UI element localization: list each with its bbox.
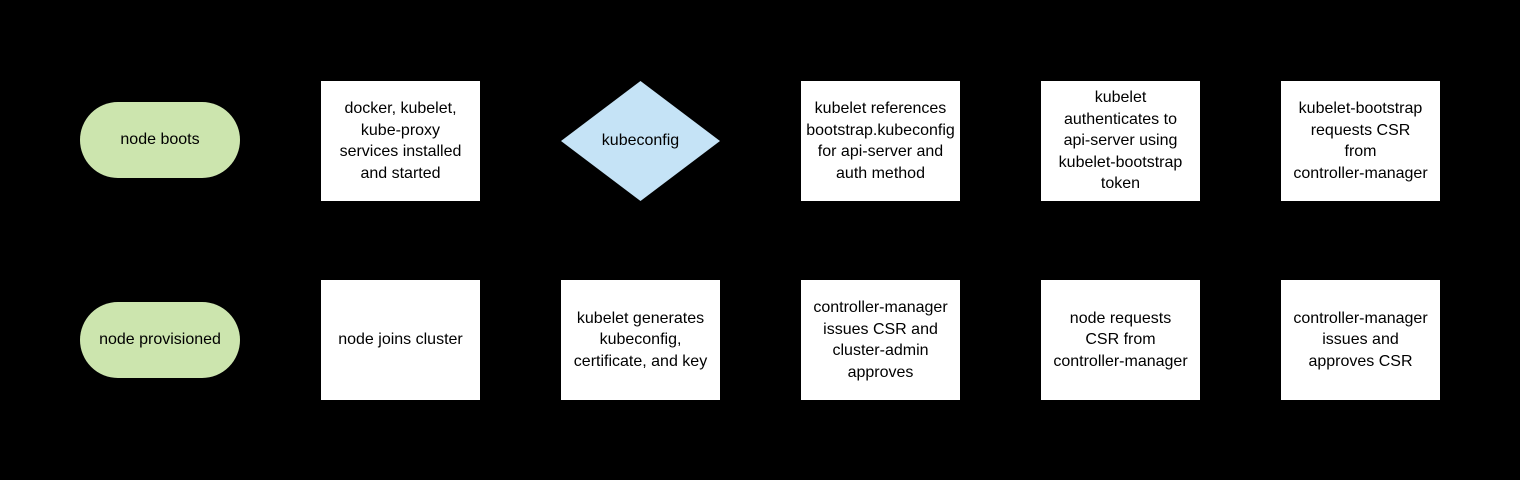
flow-node-node-provisioned[interactable]: node provisioned xyxy=(80,302,240,378)
flow-node-label-services-installed: docker, kubelet, kube-proxy services ins… xyxy=(339,100,462,182)
flow-node-label-controller-manager-issues-approves: controller-manager issues and approves C… xyxy=(1293,309,1428,370)
flow-node-kubelet-references-bootstrap[interactable]: kubelet references bootstrap.kubeconfig … xyxy=(801,81,960,201)
flow-node-label-node-requests-csr: node requests CSR from controller-manage… xyxy=(1053,309,1188,370)
flow-node-services-installed[interactable]: docker, kubelet, kube-proxy services ins… xyxy=(321,81,480,201)
flow-node-kubelet-authenticates[interactable]: kubelet authenticates to api-server usin… xyxy=(1041,81,1200,201)
flow-node-kubelet-bootstrap-requests-csr[interactable]: kubelet-bootstrap requests CSR from cont… xyxy=(1281,81,1440,201)
flow-node-label-kubelet-bootstrap-requests-csr: kubelet-bootstrap requests CSR from cont… xyxy=(1293,100,1428,182)
flow-node-label-kubelet-references-bootstrap: kubelet references bootstrap.kubeconfig … xyxy=(806,100,955,182)
flow-node-label-controller-manager-issues-csr: controller-manager issues CSR and cluste… xyxy=(813,299,948,381)
flow-node-label-kubelet-authenticates: kubelet authenticates to api-server usin… xyxy=(1058,89,1183,193)
flow-node-kubeconfig-decision[interactable]: kubeconfig xyxy=(561,81,720,201)
flow-node-node-requests-csr[interactable]: node requests CSR from controller-manage… xyxy=(1041,280,1200,400)
flow-node-label-node-joins-cluster: node joins cluster xyxy=(338,331,463,349)
flow-node-label-node-provisioned: node provisioned xyxy=(99,331,221,349)
flow-node-node-joins-cluster[interactable]: node joins cluster xyxy=(321,280,480,400)
flow-node-label-kubelet-generates: kubelet generates kubeconfig, certificat… xyxy=(573,309,708,370)
flow-node-label-node-boots: node boots xyxy=(120,131,200,149)
flow-node-controller-manager-issues-csr[interactable]: controller-manager issues CSR and cluste… xyxy=(801,280,960,400)
flow-node-node-boots[interactable]: node boots xyxy=(80,102,240,178)
flow-node-kubelet-generates[interactable]: kubelet generates kubeconfig, certificat… xyxy=(561,280,720,400)
flow-node-controller-manager-issues-approves[interactable]: controller-manager issues and approves C… xyxy=(1281,280,1440,400)
flow-node-label-kubeconfig-decision: kubeconfig xyxy=(601,132,680,150)
